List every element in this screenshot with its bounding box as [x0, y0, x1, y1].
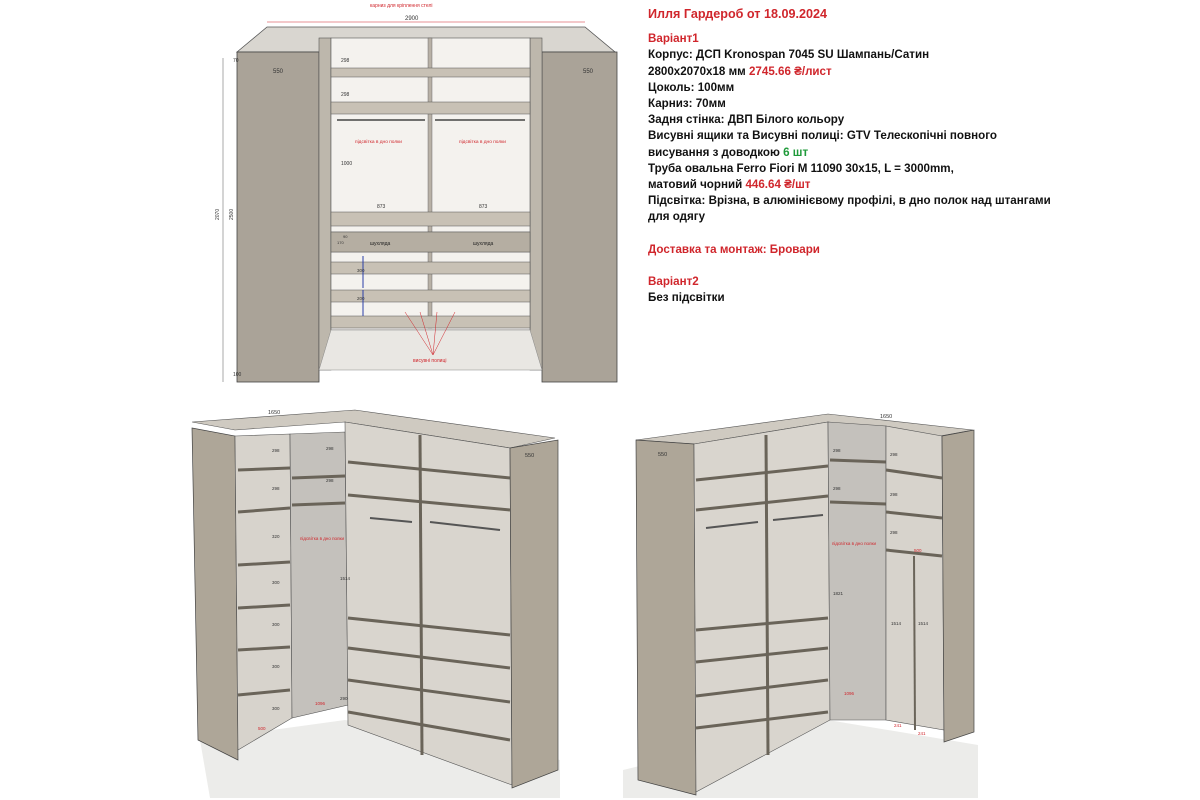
front-top-note: карниз для кріплення стелі	[370, 3, 433, 9]
left3d-bottom: 1096	[315, 701, 326, 706]
left3d-h2: 300	[272, 580, 280, 585]
left3d-h6: 290	[340, 696, 348, 701]
spec-rod: Труба овальна Ferro Fiori M 11090 30x15,…	[648, 161, 954, 175]
right3d-s1: 298	[833, 448, 841, 453]
left3d-s3: 298	[326, 446, 334, 451]
front-drawer-left: шухляда	[370, 241, 391, 247]
left3d-h5: 300	[272, 706, 280, 711]
right3d-f2: 241	[918, 731, 926, 736]
front-depth-left: 550	[273, 69, 284, 75]
front-pullout-label: висувні полиці	[413, 358, 446, 364]
front-d2: 90	[343, 234, 348, 239]
left3d-depth: 550	[525, 453, 534, 459]
left3d-h3: 300	[272, 622, 280, 627]
right3d-f1: 241	[894, 723, 902, 728]
front-sh2: 200	[357, 296, 365, 301]
spec-drawers-qty: висування з доводкою 6 шт	[648, 145, 809, 159]
spec-panel: Илля Гардероб от 18.09.2024 Варіант1 Кор…	[648, 4, 1188, 306]
left-3d-view-drawing: 1650 550 298 298 298 298 320 300 300 300…	[188, 409, 560, 798]
right3d-light: підсвітка в дно полки	[832, 541, 877, 546]
left3d-s4: 298	[326, 478, 334, 483]
front-shelf2: 298	[341, 92, 350, 98]
spec-cornice: Карниз: 70мм	[648, 97, 726, 111]
spec-sheet-price: 2800x2070x18 мм 2745.66 ₴/лист	[648, 64, 832, 78]
left3d-h4: 300	[272, 664, 280, 669]
front-cornice: 70	[233, 58, 239, 64]
front-plinth: 100	[233, 372, 242, 378]
spec-lighting: Підсвітка: Врізна, в алюмінієвому профіл…	[648, 194, 1051, 208]
right3d-bottom: 1096	[844, 691, 855, 696]
right3d-depth: 550	[658, 452, 667, 458]
left3d-foot: 500	[258, 726, 266, 731]
front-height-inner: 2500	[229, 209, 235, 220]
front-sh1: 300	[357, 268, 365, 273]
right3d-s2: 298	[833, 486, 841, 491]
right3d-s5: 298	[890, 530, 898, 535]
spec-back-wall: Задня стінка: ДВП Білого кольору	[648, 113, 845, 127]
spec-lighting-cont: для одягу	[648, 210, 706, 224]
variant2-text: Без підсвітки	[648, 291, 725, 305]
front-width-right: 873	[479, 204, 488, 210]
spec-rod-price: матовий чорний 446.64 ₴/шт	[648, 178, 811, 192]
front-d1: 170	[337, 240, 344, 245]
front-drawer-right: шухляда	[473, 241, 494, 247]
right3d-h2: 1514	[918, 621, 929, 626]
right3d-s3: 298	[890, 452, 898, 457]
front-height-total: 2070	[215, 209, 221, 220]
front-shelf1: 298	[341, 58, 350, 64]
left3d-s2: 298	[272, 486, 280, 491]
left3d-width: 1650	[268, 410, 280, 416]
front-light-right: підсвітка в дно полки	[459, 139, 506, 145]
right3d-width: 1650	[880, 414, 892, 420]
spec-plinth: Цоколь: 100мм	[648, 80, 735, 94]
spec-drawers: Висувні ящики та Висувні полиці: GTV Тел…	[648, 129, 997, 143]
front-width-left: 873	[377, 204, 386, 210]
right3d-h1: 1514	[891, 621, 902, 626]
variant2-heading: Варіант2	[648, 274, 699, 288]
spec-body-material: Корпус: ДСП Kronospan 7045 SU Шампань/Са…	[648, 48, 930, 62]
left3d-light: підсвітка в дно полки	[300, 536, 345, 541]
right-3d-view-drawing: 1650 550 298 298 298 298 298 1821 підсві…	[623, 410, 978, 798]
left3d-s1: 298	[272, 448, 280, 453]
front-view-drawing: 2900 карниз для кріплення стелі 550 550 …	[215, 3, 618, 383]
spec-title: Илля Гардероб от 18.09.2024	[648, 7, 827, 21]
spec-delivery: Доставка та монтаж: Бровари	[648, 242, 820, 256]
front-depth-right: 550	[583, 69, 594, 75]
right3d-w1: 500	[914, 548, 922, 553]
left3d-rod: 1514	[340, 576, 351, 581]
front-width-label: 2900	[405, 16, 419, 22]
variant1-heading: Варіант1	[648, 32, 699, 46]
right3d-s4: 298	[890, 492, 898, 497]
right3d-rod: 1821	[833, 591, 844, 596]
front-light-left: підсвітка в дно полки	[355, 139, 402, 145]
left3d-h1: 320	[272, 534, 280, 539]
front-rod-height: 1000	[341, 161, 352, 167]
